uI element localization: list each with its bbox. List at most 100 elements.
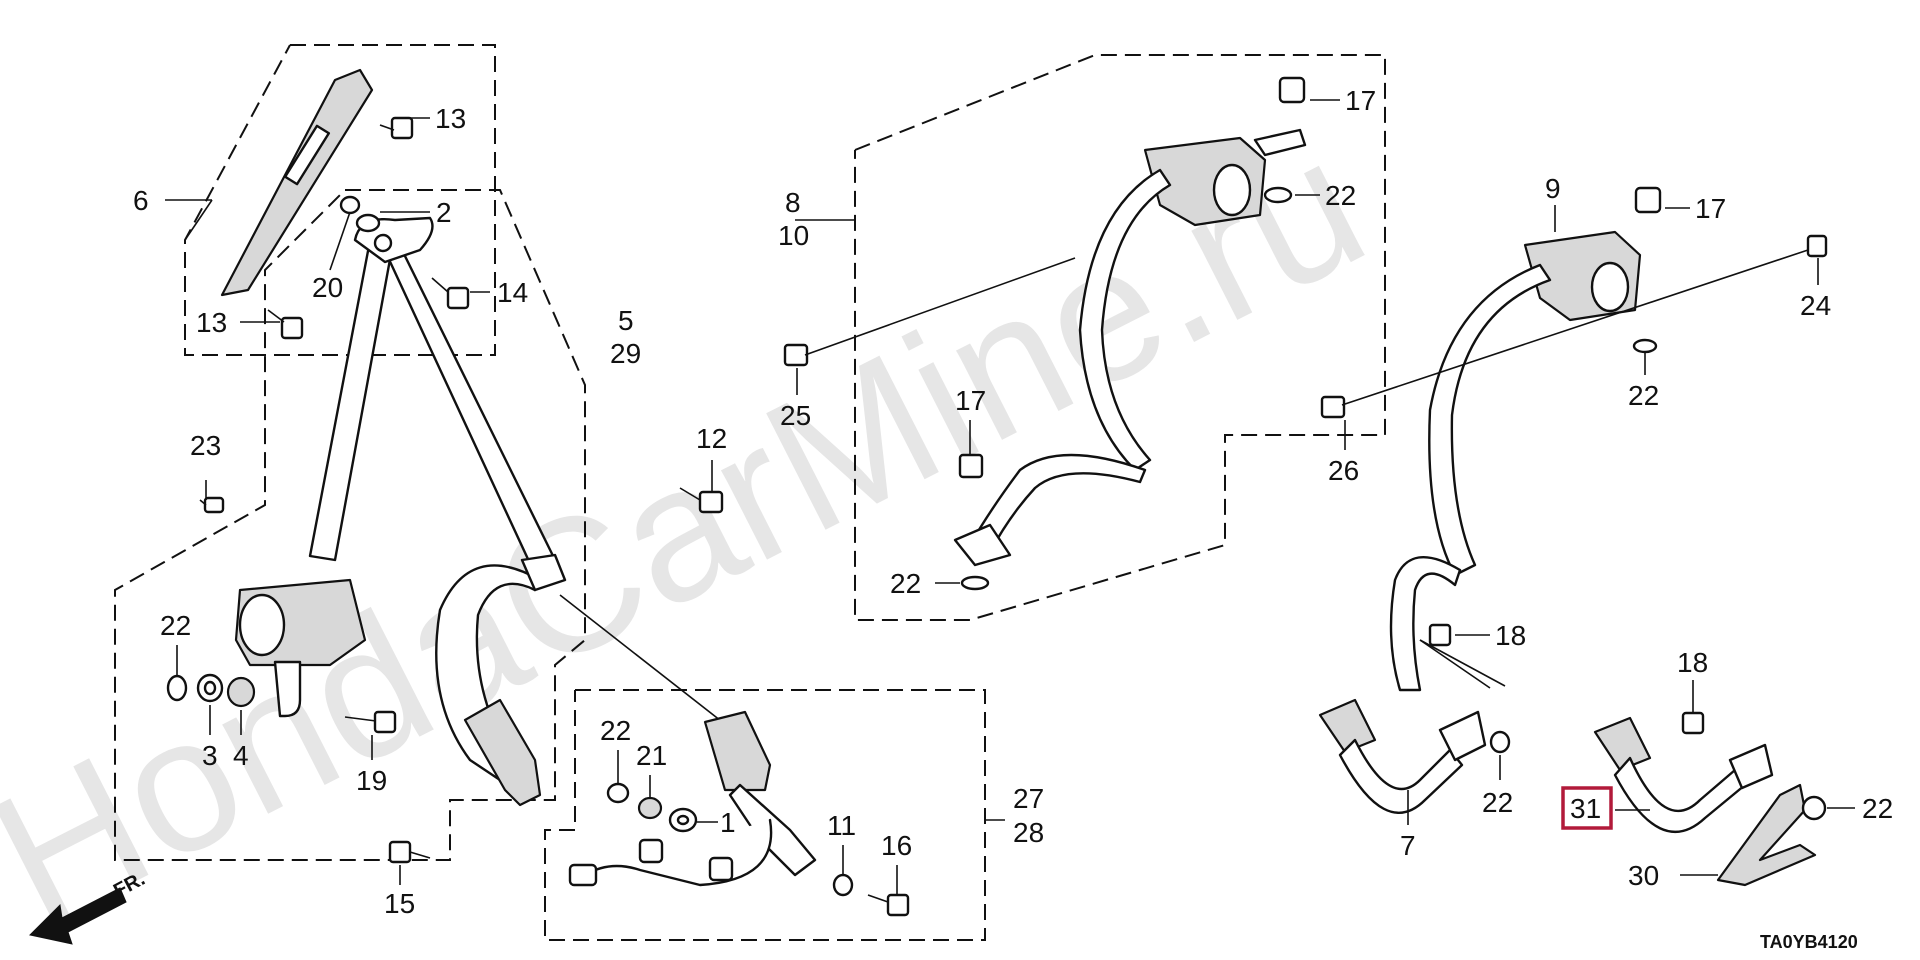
retractor-mount-tab <box>273 660 302 718</box>
callout-12: 12 <box>696 423 727 454</box>
buckle-leader-line <box>559 594 731 729</box>
group-outline-6 <box>184 44 496 356</box>
clip-23 <box>199 496 225 514</box>
callout-3: 3 <box>202 740 218 771</box>
callout-14: 14 <box>497 277 528 308</box>
callout-13-upper: 13 <box>435 103 466 134</box>
retractor-spool <box>238 593 286 657</box>
callout-4: 4 <box>233 740 249 771</box>
callout-7: 7 <box>1400 830 1416 861</box>
washer-22-buckle <box>606 782 630 804</box>
bolt-13-upper <box>379 116 414 140</box>
center-retractor-tab <box>1253 128 1307 157</box>
callout-9: 9 <box>1545 173 1561 204</box>
diagram-code: TA0YB4120 <box>1760 932 1858 952</box>
bolt-15 <box>388 840 431 864</box>
buckle-7-head <box>1318 698 1377 754</box>
spacer-1 <box>668 807 698 833</box>
callout-22-right-bottom: 22 <box>1862 793 1893 824</box>
callout-30: 30 <box>1628 860 1659 891</box>
washer-22-right-bottom <box>1801 795 1827 821</box>
washer-21 <box>637 796 663 820</box>
callout-17-center-top: 17 <box>1345 85 1376 116</box>
lap-belt-loop <box>435 564 542 782</box>
group-outline-27-28 <box>544 689 986 941</box>
callout-31-highlight-box <box>1561 786 1613 830</box>
washer-20 <box>339 195 361 215</box>
bolt-19 <box>344 710 397 734</box>
callout-22-right-mid: 22 <box>1482 787 1513 818</box>
anchor-hole <box>373 233 393 253</box>
callout-22-right-top: 22 <box>1628 380 1659 411</box>
callout-17-right: 17 <box>1695 193 1726 224</box>
callout-23: 23 <box>190 430 221 461</box>
callout-5: 5 <box>618 305 634 336</box>
callout-22-left: 22 <box>160 610 191 641</box>
callout-24: 24 <box>1800 290 1831 321</box>
watermark: HondaCarMine.ru <box>0 97 1395 960</box>
callout-22-buckle: 22 <box>600 715 631 746</box>
washer-22-right-mid <box>1489 730 1511 754</box>
washer-22-right-top <box>1632 338 1658 354</box>
buckle-7-webbing <box>1338 738 1464 814</box>
group-outline-5-29 <box>114 189 586 861</box>
tongue-slider <box>520 553 567 592</box>
right-lap-loop <box>1389 556 1462 692</box>
harness-connector-b <box>638 838 664 864</box>
callout-13-lower: 13 <box>196 307 227 338</box>
bolt-16 <box>867 893 910 917</box>
callout-1: 1 <box>720 807 736 838</box>
buckle-31-webbing <box>1613 756 1747 834</box>
right-retractor-spool <box>1590 261 1630 313</box>
callout-22-center-top: 22 <box>1325 180 1356 211</box>
buckle-31-head <box>1593 716 1652 772</box>
callout-21: 21 <box>636 740 667 771</box>
bolt-17-center-top <box>1278 76 1306 104</box>
callout-31[interactable]: 31 <box>1570 793 1601 824</box>
callout-29: 29 <box>610 338 641 369</box>
bolt-13-lower <box>267 309 304 340</box>
buckle-7-plate <box>1438 710 1487 762</box>
callout-8: 8 <box>785 187 801 218</box>
spacer-4 <box>226 676 256 708</box>
callout-22-center-bottom: 22 <box>890 568 921 599</box>
harness-connector-a <box>568 863 598 887</box>
spacer-3 <box>196 673 224 703</box>
callout-16: 16 <box>881 830 912 861</box>
bolt-14 <box>431 277 470 310</box>
callout-11: 11 <box>827 810 856 841</box>
washer-22-center-bottom <box>960 575 990 591</box>
callout-6: 6 <box>133 185 149 216</box>
callout-18-right: 18 <box>1495 620 1526 651</box>
washer-11 <box>832 873 854 897</box>
harness-connector-c <box>708 856 734 882</box>
callout-leaders <box>165 99 1855 895</box>
buckle-stalk <box>728 783 817 877</box>
bolt-17-center-mid <box>958 453 984 479</box>
callout-25: 25 <box>780 400 811 431</box>
center-belt-webbing <box>1078 168 1172 472</box>
rail-slot <box>283 124 331 186</box>
callout-2: 2 <box>436 197 452 228</box>
callout-20: 20 <box>312 272 343 303</box>
lap-anchor-plate <box>463 698 542 807</box>
bolt-26 <box>1320 249 1809 419</box>
bolt-12 <box>679 487 724 514</box>
callout-10: 10 <box>778 220 809 251</box>
washer-22-center-top <box>1263 186 1293 204</box>
bolt-18-right-lower <box>1681 711 1705 735</box>
group-outline-8-10 <box>854 54 1386 621</box>
buckle-31-plate <box>1728 743 1774 790</box>
callout-17-center-mid: 17 <box>955 385 986 416</box>
cover-30 <box>1716 783 1817 887</box>
clip-24 <box>1806 234 1828 258</box>
callout-15: 15 <box>384 888 415 919</box>
callout-26: 26 <box>1328 455 1359 486</box>
callout-19: 19 <box>356 765 387 796</box>
callout-labels: 1 2 3 4 5 29 6 13 13 14 20 23 12 22 19 1… <box>133 85 1893 919</box>
bolt-17-right <box>1634 186 1662 214</box>
callout-18-right-lower: 18 <box>1677 647 1708 678</box>
front-direction-arrow-icon <box>28 887 127 945</box>
buckle-head <box>703 710 772 792</box>
